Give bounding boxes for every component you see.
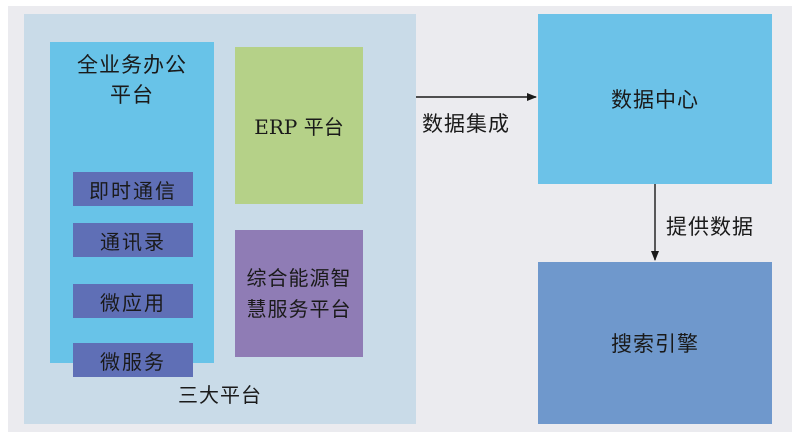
energy-platform-label: 综合能源智 慧服务平台 bbox=[247, 263, 352, 325]
edge-provide-label: 提供数据 bbox=[666, 215, 754, 239]
sub-item-instant-messaging: 即时通信 bbox=[73, 172, 193, 206]
data-center-node: 数据中心 bbox=[538, 14, 772, 184]
energy-label-line-2: 慧服务平台 bbox=[246, 296, 352, 321]
sub-item-micro-service: 微服务 bbox=[73, 343, 193, 377]
office-title-line-1: 全业务办公 bbox=[77, 53, 187, 77]
office-platform-title: 全业务办公 平台 bbox=[50, 50, 214, 110]
three-platforms-label: 三大平台 bbox=[178, 383, 262, 407]
energy-label-line-1: 综合能源智 bbox=[246, 265, 352, 290]
erp-platform-node: ERP 平台 bbox=[235, 47, 363, 204]
edge-integration-label: 数据集成 bbox=[422, 112, 510, 136]
office-platform-node: 全业务办公 平台 即时通信 通讯录 微应用 微服务 bbox=[50, 42, 214, 377]
sub-item-contacts: 通讯录 bbox=[73, 223, 193, 257]
search-engine-node: 搜索引擎 bbox=[538, 262, 772, 424]
energy-platform-node: 综合能源智 慧服务平台 bbox=[235, 230, 363, 357]
office-title-line-2: 平台 bbox=[110, 83, 154, 107]
diagram-canvas: 三大平台 全业务办公 平台 即时通信 通讯录 微应用 微服务 ERP 平台 综合… bbox=[8, 6, 792, 432]
sub-item-micro-app: 微应用 bbox=[73, 284, 193, 318]
